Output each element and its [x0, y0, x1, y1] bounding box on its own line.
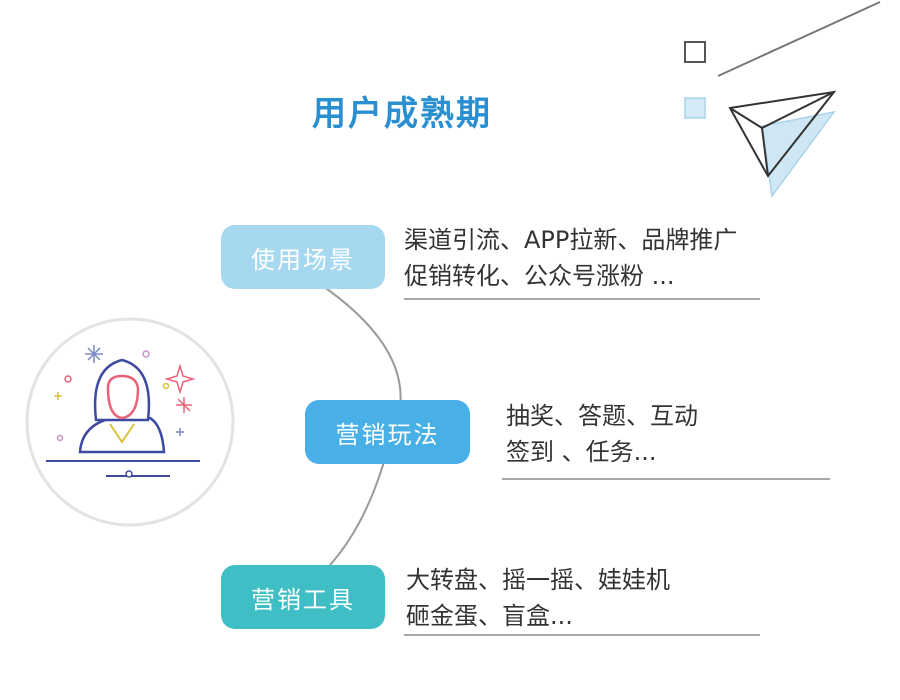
page-title: 用户成熟期 [312, 94, 492, 134]
description-line: 渠道引流、APP拉新、品牌推广 [404, 226, 738, 254]
description-line: 抽奖、答题、互动 [506, 402, 698, 430]
woman-avatar-icon [25, 317, 235, 527]
description-line: 签到 、任务... [506, 438, 657, 466]
divider [404, 634, 760, 636]
node-usage-scenarios: 使用场景 [221, 225, 385, 289]
usage-scenarios-description: 渠道引流、APP拉新、品牌推广 促销转化、公众号涨粉 ... [404, 222, 737, 294]
divider [404, 298, 760, 300]
node-marketing-gameplay: 营销玩法 [305, 400, 470, 464]
description-line: 促销转化、公众号涨粉 ... [404, 262, 675, 290]
description-line: 砸金蛋、盲盒... [406, 602, 573, 630]
node-marketing-tools: 营销工具 [221, 565, 385, 629]
marketing-tools-description: 大转盘、摇一摇、娃娃机 砸金蛋、盲盒... [406, 562, 670, 634]
description-line: 大转盘、摇一摇、娃娃机 [406, 566, 670, 594]
paper-plane-triangle-icon [684, 1, 881, 198]
marketing-gameplay-description: 抽奖、答题、互动 签到 、任务... [506, 398, 698, 470]
divider [502, 478, 830, 480]
